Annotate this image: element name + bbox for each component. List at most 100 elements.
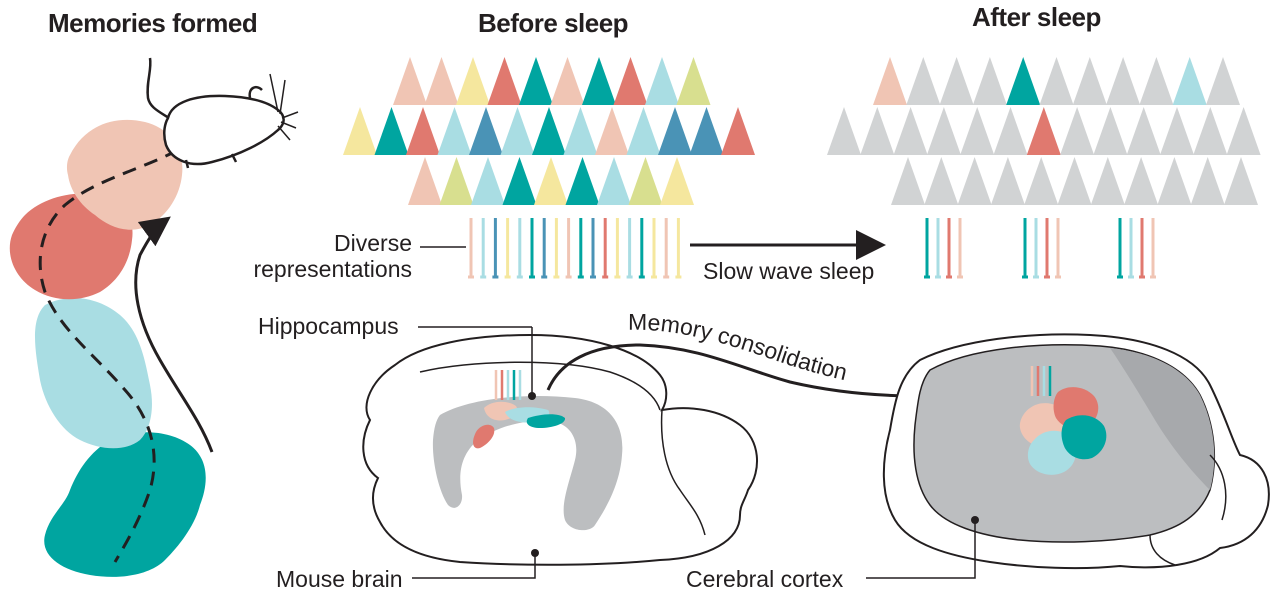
- cerebellum-line: [1149, 454, 1227, 566]
- mouse-ear: [248, 86, 263, 99]
- before-sleep-triangle: [519, 57, 553, 105]
- after-sleep-triangle: [1193, 107, 1228, 155]
- after-sleep-triangle-grid: [827, 57, 1261, 205]
- mouse-paw: [184, 153, 238, 169]
- after-sleep-triangle: [1226, 107, 1261, 155]
- after-sleep-triangle: [1190, 157, 1225, 205]
- heading-memories-formed: Memories formed: [48, 8, 258, 38]
- before-sleep-triangle: [439, 157, 474, 205]
- after-sleep-triangle: [990, 157, 1025, 205]
- after-sleep-triangle: [1139, 57, 1174, 105]
- before-sleep-triangle: [628, 157, 663, 205]
- after-sleep-triangle: [1106, 57, 1141, 105]
- after-sleep-triangle: [1172, 57, 1207, 105]
- label-cerebral-cortex: Cerebral cortex: [686, 566, 844, 592]
- before-sleep-triangle: [721, 107, 755, 155]
- before-sleep-triangle: [406, 107, 440, 155]
- before-sleep-triangle: [374, 107, 409, 155]
- label-diverse-line1: Diverse: [334, 230, 412, 256]
- brain-lobe-line: [660, 409, 706, 536]
- before-sleep-triangle: [534, 157, 568, 205]
- memory-blob-pink: [66, 119, 183, 230]
- before-sleep-triangle: [565, 157, 600, 205]
- after-sleep-triangle: [1093, 107, 1128, 155]
- after-sleep-triangle: [1039, 57, 1074, 105]
- memory-trajectory-dashed: [38, 148, 179, 563]
- mouse-brain-outline: [362, 333, 759, 566]
- cerebral-cortex-dot: [971, 516, 979, 524]
- hippocampus-teal: [526, 414, 566, 428]
- after-sleep-triangle: [891, 157, 925, 205]
- after-sleep-triangle: [939, 57, 974, 105]
- after-sleep-triangle: [1090, 157, 1125, 205]
- before-sleep-triangle: [437, 107, 472, 155]
- after-sleep-triangle: [1006, 57, 1041, 105]
- before-sleep-triangle: [582, 57, 616, 105]
- after-sleep-triangle: [1126, 107, 1161, 155]
- brain-inner-line: [419, 361, 661, 411]
- before-sleep-triangle: [393, 57, 427, 105]
- before-sleep-triangle: [676, 57, 711, 105]
- before-sleep-triangle: [689, 107, 724, 155]
- before-sleep-triangle: [487, 57, 522, 105]
- cerebral-cortex-leader-line: [866, 522, 976, 579]
- mouse-brain-coronal: [362, 326, 759, 579]
- diverse-representations-raster: [468, 218, 682, 279]
- before-sleep-triangle: [613, 57, 648, 105]
- heading-after-sleep: After sleep: [972, 2, 1101, 32]
- after-sleep-triangle: [1060, 107, 1095, 155]
- label-diverse-line2: representations: [253, 256, 412, 282]
- mouse-illustration: [146, 57, 299, 169]
- before-sleep-triangle: [471, 157, 505, 205]
- before-sleep-triangle: [502, 157, 537, 205]
- before-sleep-triangle-grid: [343, 57, 755, 205]
- before-sleep-triangle: [563, 107, 598, 155]
- after-sleep-triangle: [906, 57, 941, 105]
- heading-before-sleep: Before sleep: [478, 8, 629, 38]
- label-hippocampus: Hippocampus: [258, 313, 399, 339]
- mouse-brain-dot: [531, 549, 539, 557]
- memory-blob-teal: [44, 432, 206, 577]
- after-sleep-triangle: [1026, 107, 1061, 155]
- before-sleep-triangle: [597, 157, 631, 205]
- mouse-brain-cortex: [866, 333, 1270, 579]
- after-sleep-triangle: [924, 157, 959, 205]
- after-sleep-triangle: [1072, 57, 1107, 105]
- cortex-shadow: [1110, 348, 1215, 490]
- label-diverse-representations: Diverse representations: [253, 230, 412, 282]
- memory-return-arrow: [134, 216, 214, 453]
- before-sleep-triangle: [424, 57, 459, 105]
- memory-path-panel: [9, 57, 299, 577]
- after-sleep-triangle: [960, 107, 995, 155]
- before-sleep-triangle: [456, 57, 490, 105]
- memory-blob-light-blue: [35, 297, 152, 449]
- before-sleep-triangle: [500, 107, 535, 155]
- label-mouse-brain: Mouse brain: [276, 566, 403, 592]
- before-sleep-triangle: [343, 107, 377, 155]
- before-sleep-triangle: [550, 57, 585, 105]
- cortex-memory-teal: [1061, 415, 1107, 460]
- hippocampus-mini-raster: [494, 370, 522, 400]
- before-sleep-triangle: [658, 107, 692, 155]
- after-sleep-triangle: [957, 157, 992, 205]
- after-sleep-triangle: [1206, 57, 1240, 105]
- after-sleep-triangle: [1157, 157, 1192, 205]
- mouse-brain-leader-line: [412, 555, 536, 579]
- hippocampus-dot: [528, 392, 536, 400]
- label-slow-wave-sleep: Slow wave sleep: [703, 258, 875, 284]
- after-sleep-triangle: [926, 107, 961, 155]
- after-sleep-triangle: [1057, 157, 1092, 205]
- cortex-mini-raster: [1030, 366, 1052, 396]
- before-sleep-triangle: [408, 157, 442, 205]
- mouse-body: [163, 94, 285, 166]
- after-sleep-triangle: [1024, 157, 1059, 205]
- mouse-whiskers: [269, 73, 299, 141]
- before-sleep-triangle: [626, 107, 661, 155]
- after-sleep-triangle: [873, 57, 907, 105]
- mouse-tail: [146, 57, 173, 122]
- after-sleep-triangle: [827, 107, 861, 155]
- before-sleep-triangle: [645, 57, 679, 105]
- after-sleep-raster: [924, 218, 1156, 279]
- before-sleep-triangle: [660, 157, 694, 205]
- after-sleep-triangle: [893, 107, 928, 155]
